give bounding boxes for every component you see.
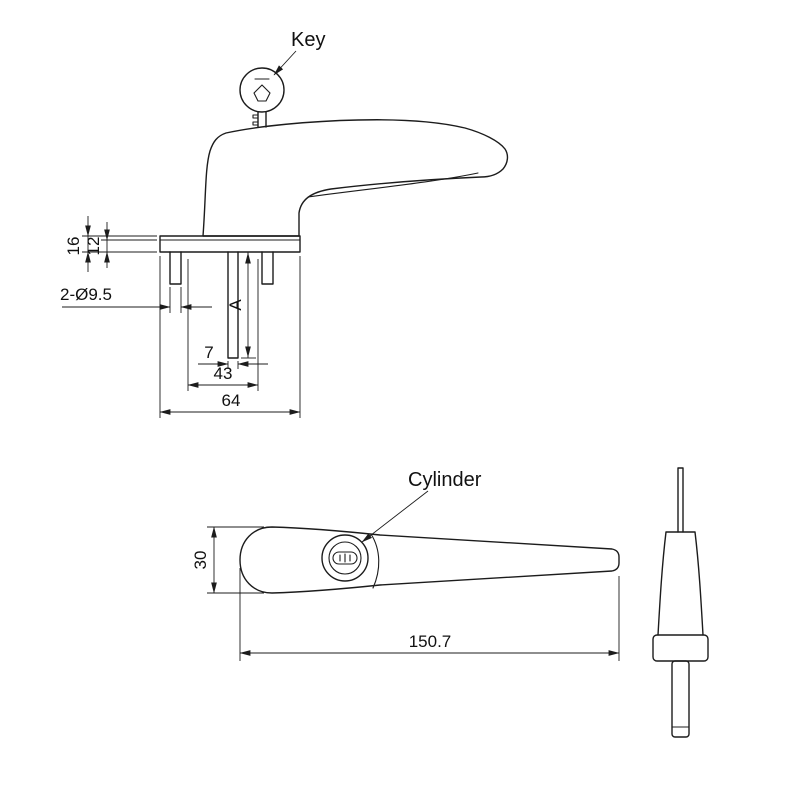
dim-label-12: 12 bbox=[84, 237, 103, 256]
cylinder-body-cone bbox=[657, 531, 704, 636]
dim-label-screw-holes: 2-Ø9.5 bbox=[60, 285, 112, 304]
screws-and-spindle bbox=[169, 251, 274, 359]
cylinder-callout: Cylinder bbox=[361, 469, 482, 543]
keyway-slot bbox=[332, 551, 358, 565]
key-label: Key bbox=[291, 29, 325, 51]
plate-outline bbox=[159, 235, 301, 253]
cylinder-inner-ring bbox=[328, 541, 362, 575]
dimension-base-width: 64 bbox=[159, 256, 301, 418]
dim-label-64: 64 bbox=[222, 391, 241, 410]
handle-profile bbox=[202, 119, 509, 237]
dimension-screw-holes: 2-Ø9.5 bbox=[60, 285, 212, 313]
spindle-pin bbox=[671, 660, 690, 738]
side-view-drawing: Key 16 12 bbox=[60, 29, 509, 418]
dimension-handle-length: 150.7 bbox=[239, 568, 620, 661]
boss-contour bbox=[370, 533, 380, 589]
left-screw bbox=[169, 251, 182, 285]
keyway-notches bbox=[339, 553, 351, 563]
dimension-spindle-length: A bbox=[226, 252, 256, 359]
cylinder-leader-line bbox=[361, 490, 429, 543]
front-view-drawing: Cylinder 30 150.7 bbox=[191, 469, 620, 661]
dim-label-A: A bbox=[226, 299, 245, 311]
spindle-rod bbox=[677, 467, 684, 533]
mounting-plate bbox=[159, 235, 301, 253]
spindle-side-view-drawing bbox=[652, 467, 709, 738]
key-leader-line bbox=[273, 50, 297, 76]
dimension-plate-thickness: 16 12 bbox=[64, 216, 157, 272]
cylinder-outer-ring bbox=[321, 534, 369, 582]
spindle bbox=[227, 251, 239, 359]
dim-label-43: 43 bbox=[214, 364, 233, 383]
dim-label-7: 7 bbox=[204, 343, 213, 362]
dimension-hole-spacing: 43 bbox=[187, 259, 259, 391]
dim-label-16: 16 bbox=[64, 237, 83, 256]
cylinder-label: Cylinder bbox=[408, 469, 482, 491]
dim-label-30: 30 bbox=[191, 551, 210, 570]
cylinder-base bbox=[652, 634, 709, 662]
dim-label-150-7: 150.7 bbox=[409, 632, 452, 651]
key-head-emblem bbox=[253, 84, 271, 102]
cylinder-drawing bbox=[321, 534, 369, 582]
dimension-handle-height: 30 bbox=[191, 526, 264, 594]
dimension-spindle-width: 7 bbox=[198, 343, 268, 369]
key-teeth bbox=[252, 114, 259, 126]
right-screw bbox=[261, 251, 274, 285]
key-callout: Key bbox=[273, 29, 325, 76]
handle-underside-contour bbox=[307, 172, 479, 198]
handle-front-outline bbox=[239, 526, 620, 594]
key-head bbox=[239, 67, 285, 113]
key-drawing bbox=[239, 67, 285, 128]
